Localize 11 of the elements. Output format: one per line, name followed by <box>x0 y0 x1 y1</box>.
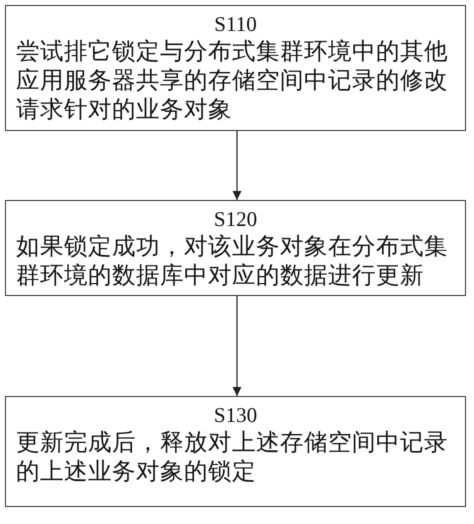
step-text: 更新完成后，释放对上述存储空间中记录的上述业务对象的锁定 <box>16 429 449 487</box>
step-text: 尝试排它锁定与分布式集群环境中的其他应用服务器共享的存储空间中记录的修改请求针对的业务对象 <box>16 38 449 125</box>
step-label: S130 <box>214 402 258 429</box>
step-label: S120 <box>214 206 258 233</box>
process-box <box>5 396 466 507</box>
step-label: S110 <box>214 11 257 38</box>
arrow <box>232 296 242 396</box>
arrow <box>232 131 242 200</box>
step-text: 如果锁定成功，对该业务对象在分布式集群环境的数据库中对应的数据进行更新 <box>16 233 449 291</box>
process-box <box>5 200 466 296</box>
process-box <box>5 5 466 131</box>
